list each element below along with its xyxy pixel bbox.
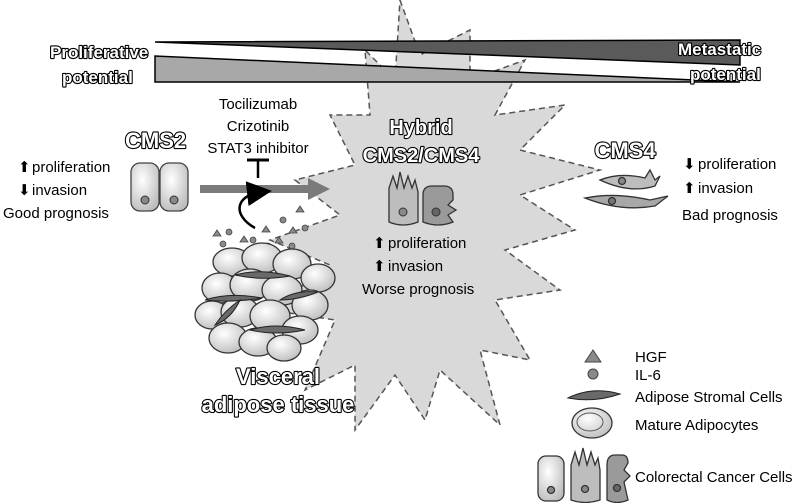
adipose-label-line2: adipose tissue [202, 392, 355, 417]
proliferative-wedge [154, 55, 741, 83]
cms4-cells-icon [582, 168, 669, 209]
hybrid-prognosis: Worse prognosis [362, 281, 474, 298]
legend-il6-label: IL-6 [635, 367, 661, 384]
inhibition-bar-icon [247, 158, 269, 178]
adipose-label-line1: Visceral [236, 364, 320, 389]
cms2-down-arrow-icon: ⬇ [18, 181, 31, 199]
inhibitor-stat3: STAT3 inhibitor [207, 140, 308, 157]
cms2-up-arrow-icon: ⬆ [18, 158, 31, 176]
hybrid-title-line1: Hybrid [389, 117, 452, 139]
cms2-proliferation: proliferation [32, 159, 110, 176]
inhibitor-crizotinib: Crizotinib [227, 118, 290, 135]
hybrid-title-line2: CMS2/CMS4 [363, 145, 481, 167]
legend-crc-label: Colorectal Cancer Cells [635, 469, 793, 486]
legend-crc-icon [537, 447, 631, 503]
legend-stromal-icon [566, 390, 622, 401]
cms4-invasion: invasion [698, 180, 753, 197]
legend-il6-icon [587, 368, 599, 380]
cms4-down-arrow-icon: ⬇ [683, 155, 696, 173]
legend: HGF IL-6 Adipose Stromal Cells Mature Ad… [537, 349, 793, 503]
legend-hgf-icon [584, 349, 602, 363]
hybrid-proliferation: proliferation [388, 235, 466, 252]
hybrid-up-arrow-icon: ⬆ [373, 234, 386, 252]
cms4-proliferation: proliferation [698, 156, 776, 173]
metastatic-label-line1: Metastatic [678, 40, 761, 59]
hybrid-up-arrow-icon-2: ⬆ [373, 257, 386, 275]
cms2-prognosis: Good prognosis [3, 205, 109, 222]
progression-arrow [200, 178, 330, 200]
metastatic-label-line2: potential [690, 65, 761, 84]
legend-hgf-label: HGF [635, 349, 667, 366]
adipose-stromal-cells [204, 271, 319, 334]
proliferative-label-line2: potential [62, 68, 133, 87]
legend-adipocytes-label: Mature Adipocytes [635, 417, 758, 434]
legend-adipocyte-icon [571, 407, 613, 439]
hybrid-invasion: invasion [388, 258, 443, 275]
cms2-invasion: invasion [32, 182, 87, 199]
adipose-tissue-cluster-icon [194, 242, 336, 362]
cms2-title: CMS2 [125, 128, 186, 153]
cms2-cells-icon [130, 162, 189, 212]
cms4-up-arrow-icon: ⬆ [683, 179, 696, 197]
secretion-curved-arrow-icon [238, 181, 272, 230]
inhibitor-tocilizumab: Tocilizumab [219, 96, 297, 113]
cms4-title: CMS4 [594, 138, 656, 163]
legend-stromal-label: Adipose Stromal Cells [635, 389, 783, 406]
hybrid-cells-icon [388, 171, 458, 226]
cms4-prognosis: Bad prognosis [682, 207, 778, 224]
metastatic-wedge [154, 39, 741, 66]
proliferative-label-line1: Proliferative [50, 43, 148, 62]
